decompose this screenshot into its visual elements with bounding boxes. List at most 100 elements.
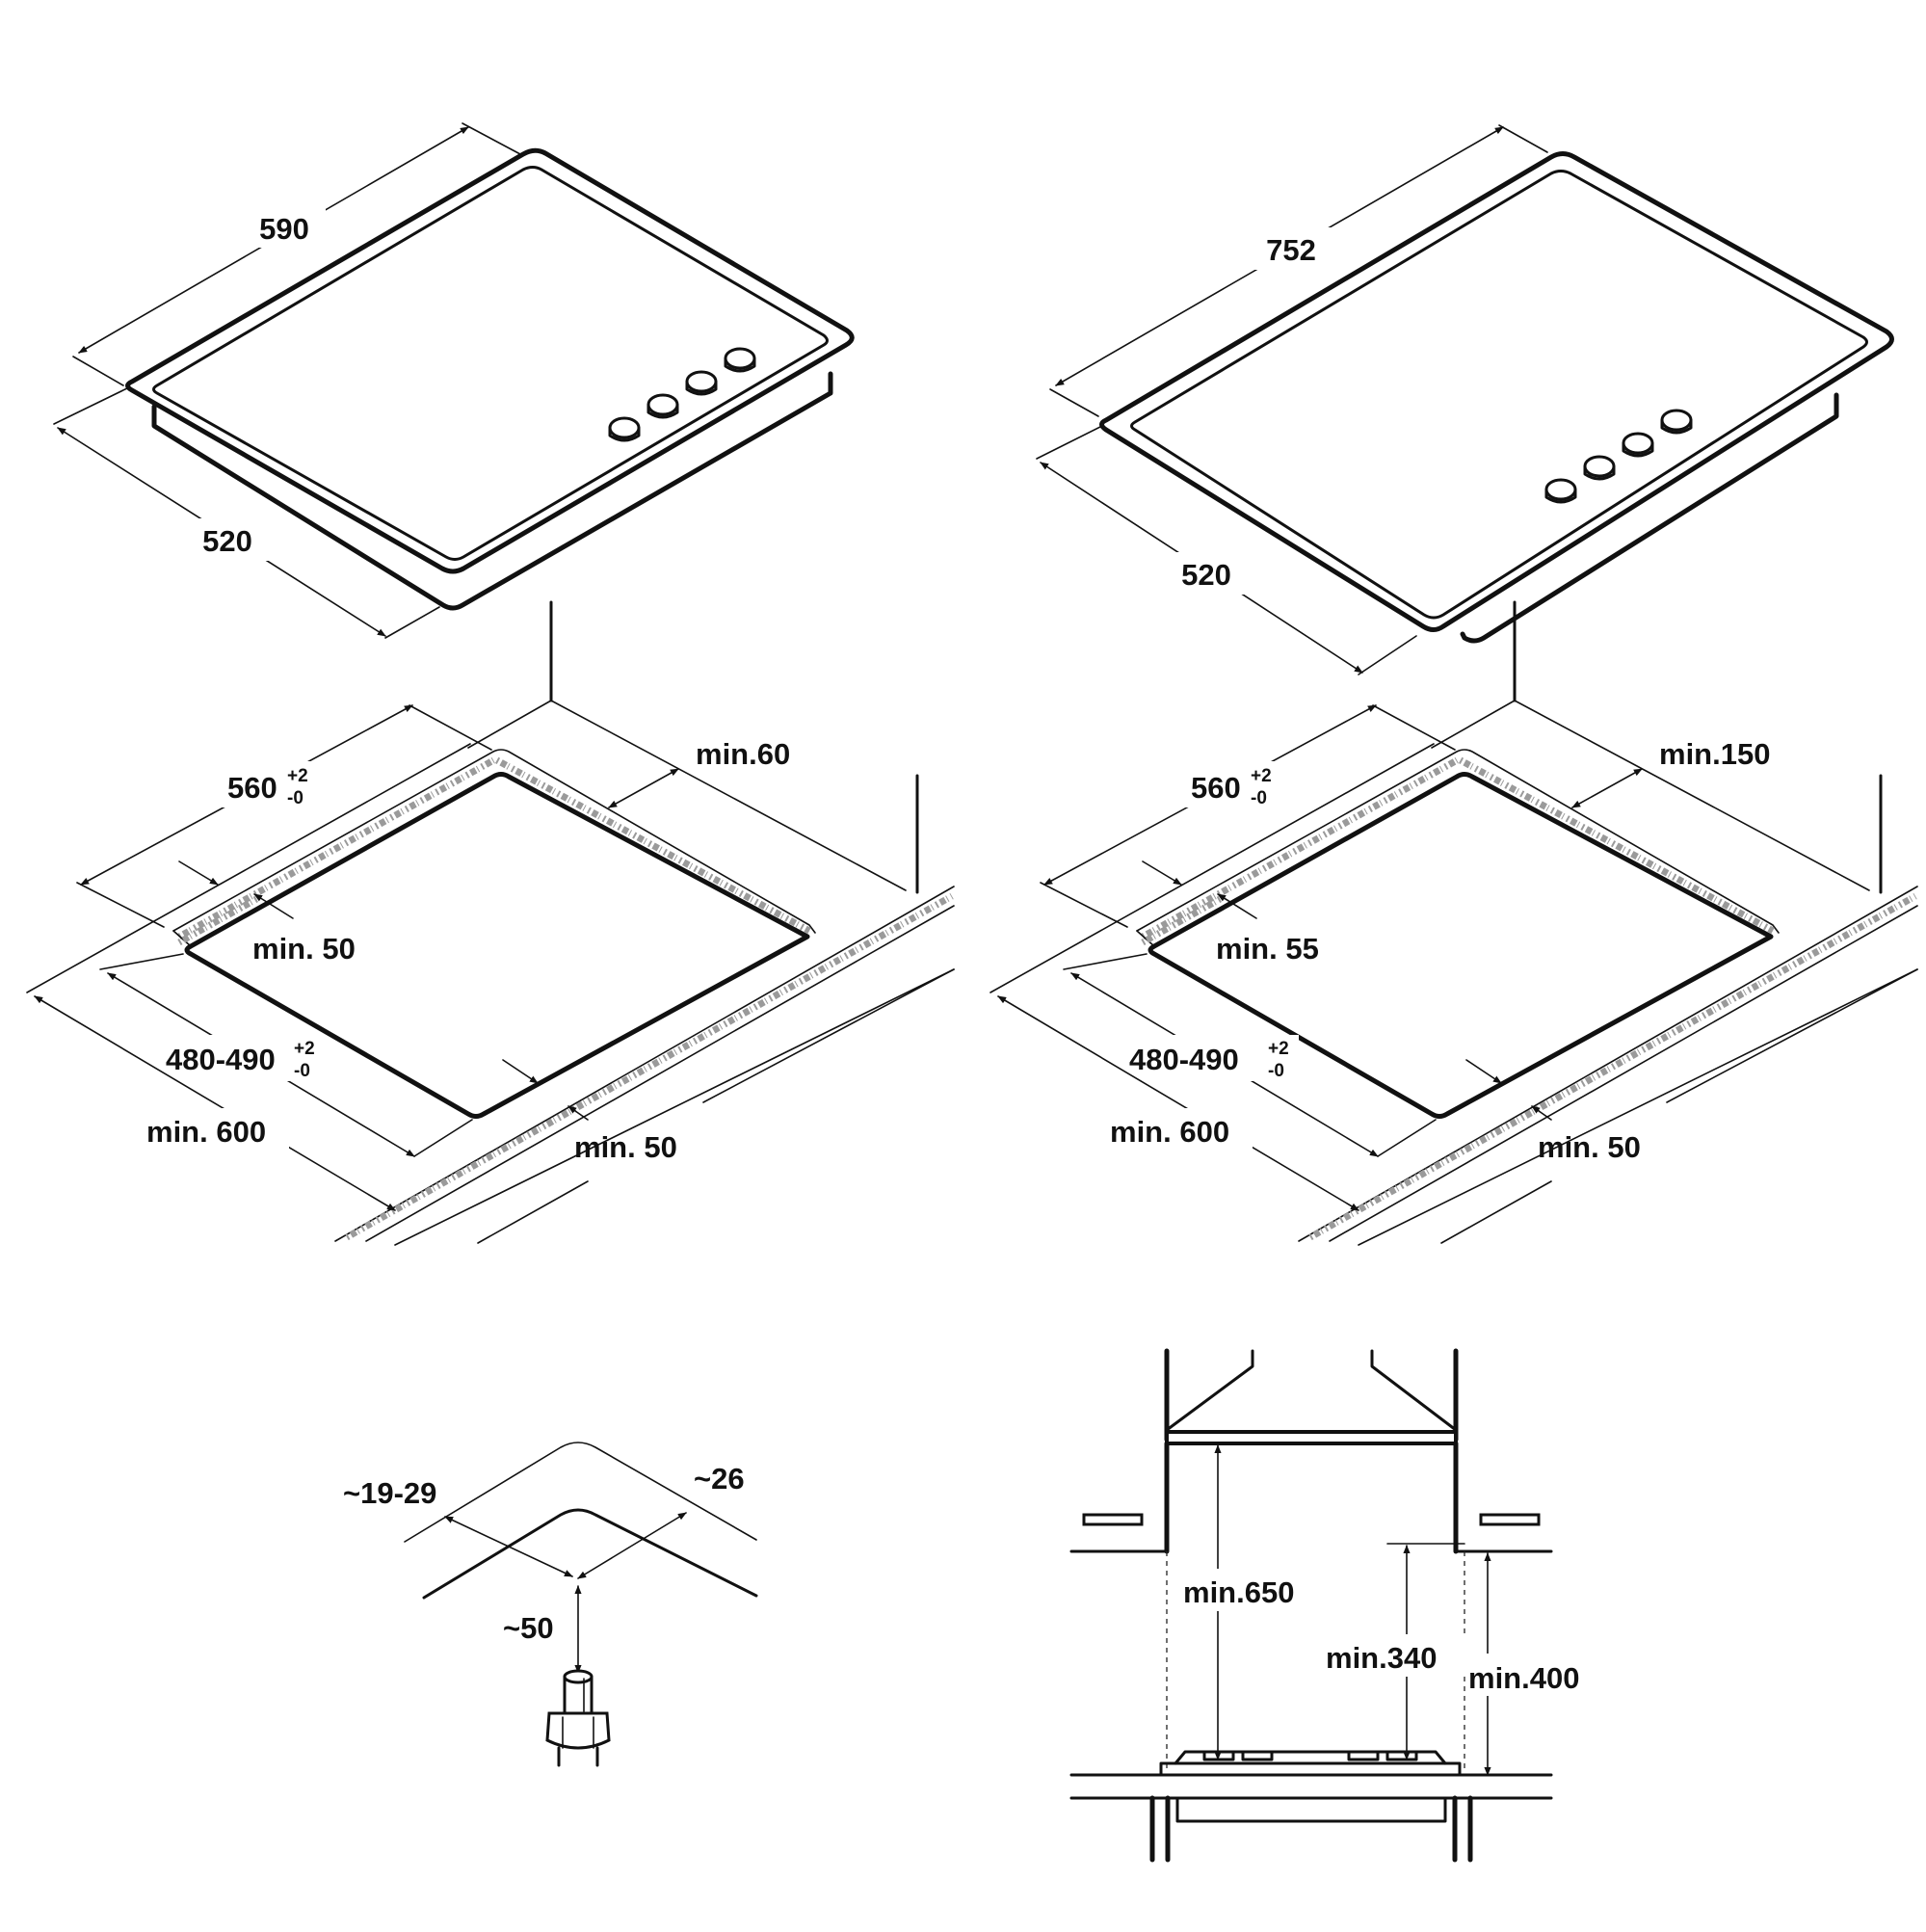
front-clearance-arrow	[567, 1105, 589, 1121]
hob-body	[1175, 1796, 1447, 1823]
hob-large-depth-label: 520	[1181, 558, 1231, 592]
side-clearance-arrow	[1217, 893, 1257, 919]
cutout-large-worktop-depth-label: min. 600	[1110, 1115, 1229, 1149]
ext-line	[1377, 1119, 1437, 1157]
knob-icon	[608, 416, 641, 439]
side-clearance-arrow	[1142, 860, 1182, 886]
worktop-edge	[477, 1180, 589, 1244]
connector-left-dim-label: ~19-29	[343, 1476, 436, 1510]
ext-line	[1036, 425, 1103, 460]
cutout-large-back-clearance-label: min.150	[1659, 737, 1770, 771]
cutout-small-front-clearance-label: min. 50	[574, 1130, 677, 1164]
cutout-small-width-tol-minus: -0	[287, 788, 303, 808]
hob-large-width-label: 752	[1266, 233, 1316, 267]
cutout-small-depth-tol-minus: -0	[294, 1061, 310, 1081]
worktop-texture	[1308, 892, 1917, 1241]
cutout-small-depth-label: 480-490	[166, 1043, 276, 1076]
ext-line	[76, 882, 165, 928]
gas-fitting-icon	[545, 1669, 611, 1767]
knob-icon	[646, 393, 679, 416]
hood-chimney	[1165, 1349, 1254, 1432]
side-clearance-arrow	[178, 860, 219, 886]
cutout-large-depth-tol-plus: +2	[1268, 1039, 1289, 1059]
front-clearance-arrow	[1531, 1105, 1552, 1121]
cutout-edge-texture	[1141, 894, 1224, 946]
hob-large: 752 520	[1036, 124, 1894, 675]
connector-right-dim-label: ~26	[694, 1462, 745, 1495]
ext-line	[1372, 704, 1456, 751]
cutout-small-back-clearance-label: min.60	[696, 737, 790, 771]
side-cabinet-clearance-label: min.400	[1468, 1661, 1579, 1695]
cutout-large-depth-tol-minus: -0	[1268, 1061, 1284, 1081]
hob-small-outline	[125, 147, 855, 574]
worktop-edge	[334, 886, 955, 1242]
hob-small-base	[151, 371, 833, 611]
worktop-edge	[365, 905, 955, 1242]
cutout-large: 560 +2 -0 480-490 +2 -0 min. 600 min.150…	[989, 600, 1918, 1246]
worktop-depth-dimension-line	[34, 995, 396, 1211]
cutout-frame	[1136, 749, 1780, 934]
front-clearance-arrow	[502, 1059, 539, 1084]
back-clearance-dimension-line	[608, 768, 679, 808]
wall-line	[467, 700, 552, 749]
ext-line	[384, 606, 440, 639]
worktop-edge	[1329, 905, 1918, 1242]
ext-line	[1498, 124, 1548, 153]
ext-line	[53, 386, 130, 425]
worktop-texture	[345, 892, 954, 1241]
connector-offset-dimension-line	[577, 1512, 687, 1579]
ext-line	[72, 356, 124, 386]
burner-icon	[1347, 1750, 1418, 1761]
hob-small-width-label: 590	[259, 212, 309, 246]
cutout-opening	[1148, 772, 1774, 1119]
knob-icon	[1622, 432, 1654, 455]
cutout-frame	[172, 749, 816, 934]
hob-profile	[1174, 1750, 1447, 1765]
hood-canopy	[1165, 1430, 1458, 1445]
hood-chimney	[1370, 1349, 1458, 1432]
hob-corner-outline	[404, 1442, 757, 1543]
ext-line	[409, 704, 492, 751]
cutout-large-width-tol-plus: +2	[1251, 766, 1272, 786]
cutout-small-depth-tol-plus: +2	[294, 1039, 315, 1059]
hob-large-knobs	[1544, 409, 1693, 504]
hob-profile	[1159, 1761, 1462, 1777]
knob-icon	[1544, 478, 1577, 501]
front-clearance-arrow	[1465, 1059, 1502, 1084]
cutout-small: 560 +2 -0 480-490 +2 -0 min. 600 min.60 …	[26, 600, 955, 1246]
cabinet-handle	[1082, 1513, 1144, 1526]
hob-large-outline	[1099, 151, 1894, 632]
knob-icon	[685, 370, 718, 393]
ext-line	[1040, 882, 1128, 928]
hob-small: 590 520	[53, 122, 855, 639]
hob-small-knobs	[608, 347, 756, 442]
cutout-large-front-clearance-label: min. 50	[1538, 1130, 1641, 1164]
cabinet-handle	[1479, 1513, 1541, 1526]
cutout-small-width-label: 560	[227, 771, 277, 805]
cutout-large-side-clearance-label: min. 55	[1216, 932, 1319, 966]
wall-line	[1514, 700, 1870, 891]
worktop-edge	[394, 968, 955, 1246]
cutout-edge-texture	[177, 894, 260, 946]
cutout-large-depth-label: 480-490	[1129, 1043, 1239, 1076]
wall-line	[550, 700, 907, 891]
connector-offset-dimension-line	[444, 1516, 573, 1577]
ext-line	[462, 122, 521, 155]
knob-icon	[1583, 455, 1616, 478]
worktop-edge	[1298, 886, 1918, 1242]
cutout-small-worktop-depth-label: min. 600	[146, 1115, 266, 1149]
ext-line	[1049, 388, 1099, 417]
burner-icon	[1202, 1750, 1274, 1761]
ext-line	[413, 1119, 473, 1157]
gas-connector-detail: ~19-29 ~26 ~50	[343, 1442, 758, 1767]
cabinet-clearance-label: min.340	[1326, 1641, 1437, 1675]
cutout-opening	[184, 772, 810, 1119]
knob-icon	[724, 347, 756, 370]
cutout-small-width-tol-plus: +2	[287, 766, 308, 786]
ext-line	[99, 953, 184, 970]
hood-clearance-label: min.650	[1183, 1575, 1294, 1609]
worktop-edge	[1358, 968, 1918, 1246]
worktop-edge	[702, 968, 955, 1103]
cutout-large-width-tol-minus: -0	[1251, 788, 1267, 808]
